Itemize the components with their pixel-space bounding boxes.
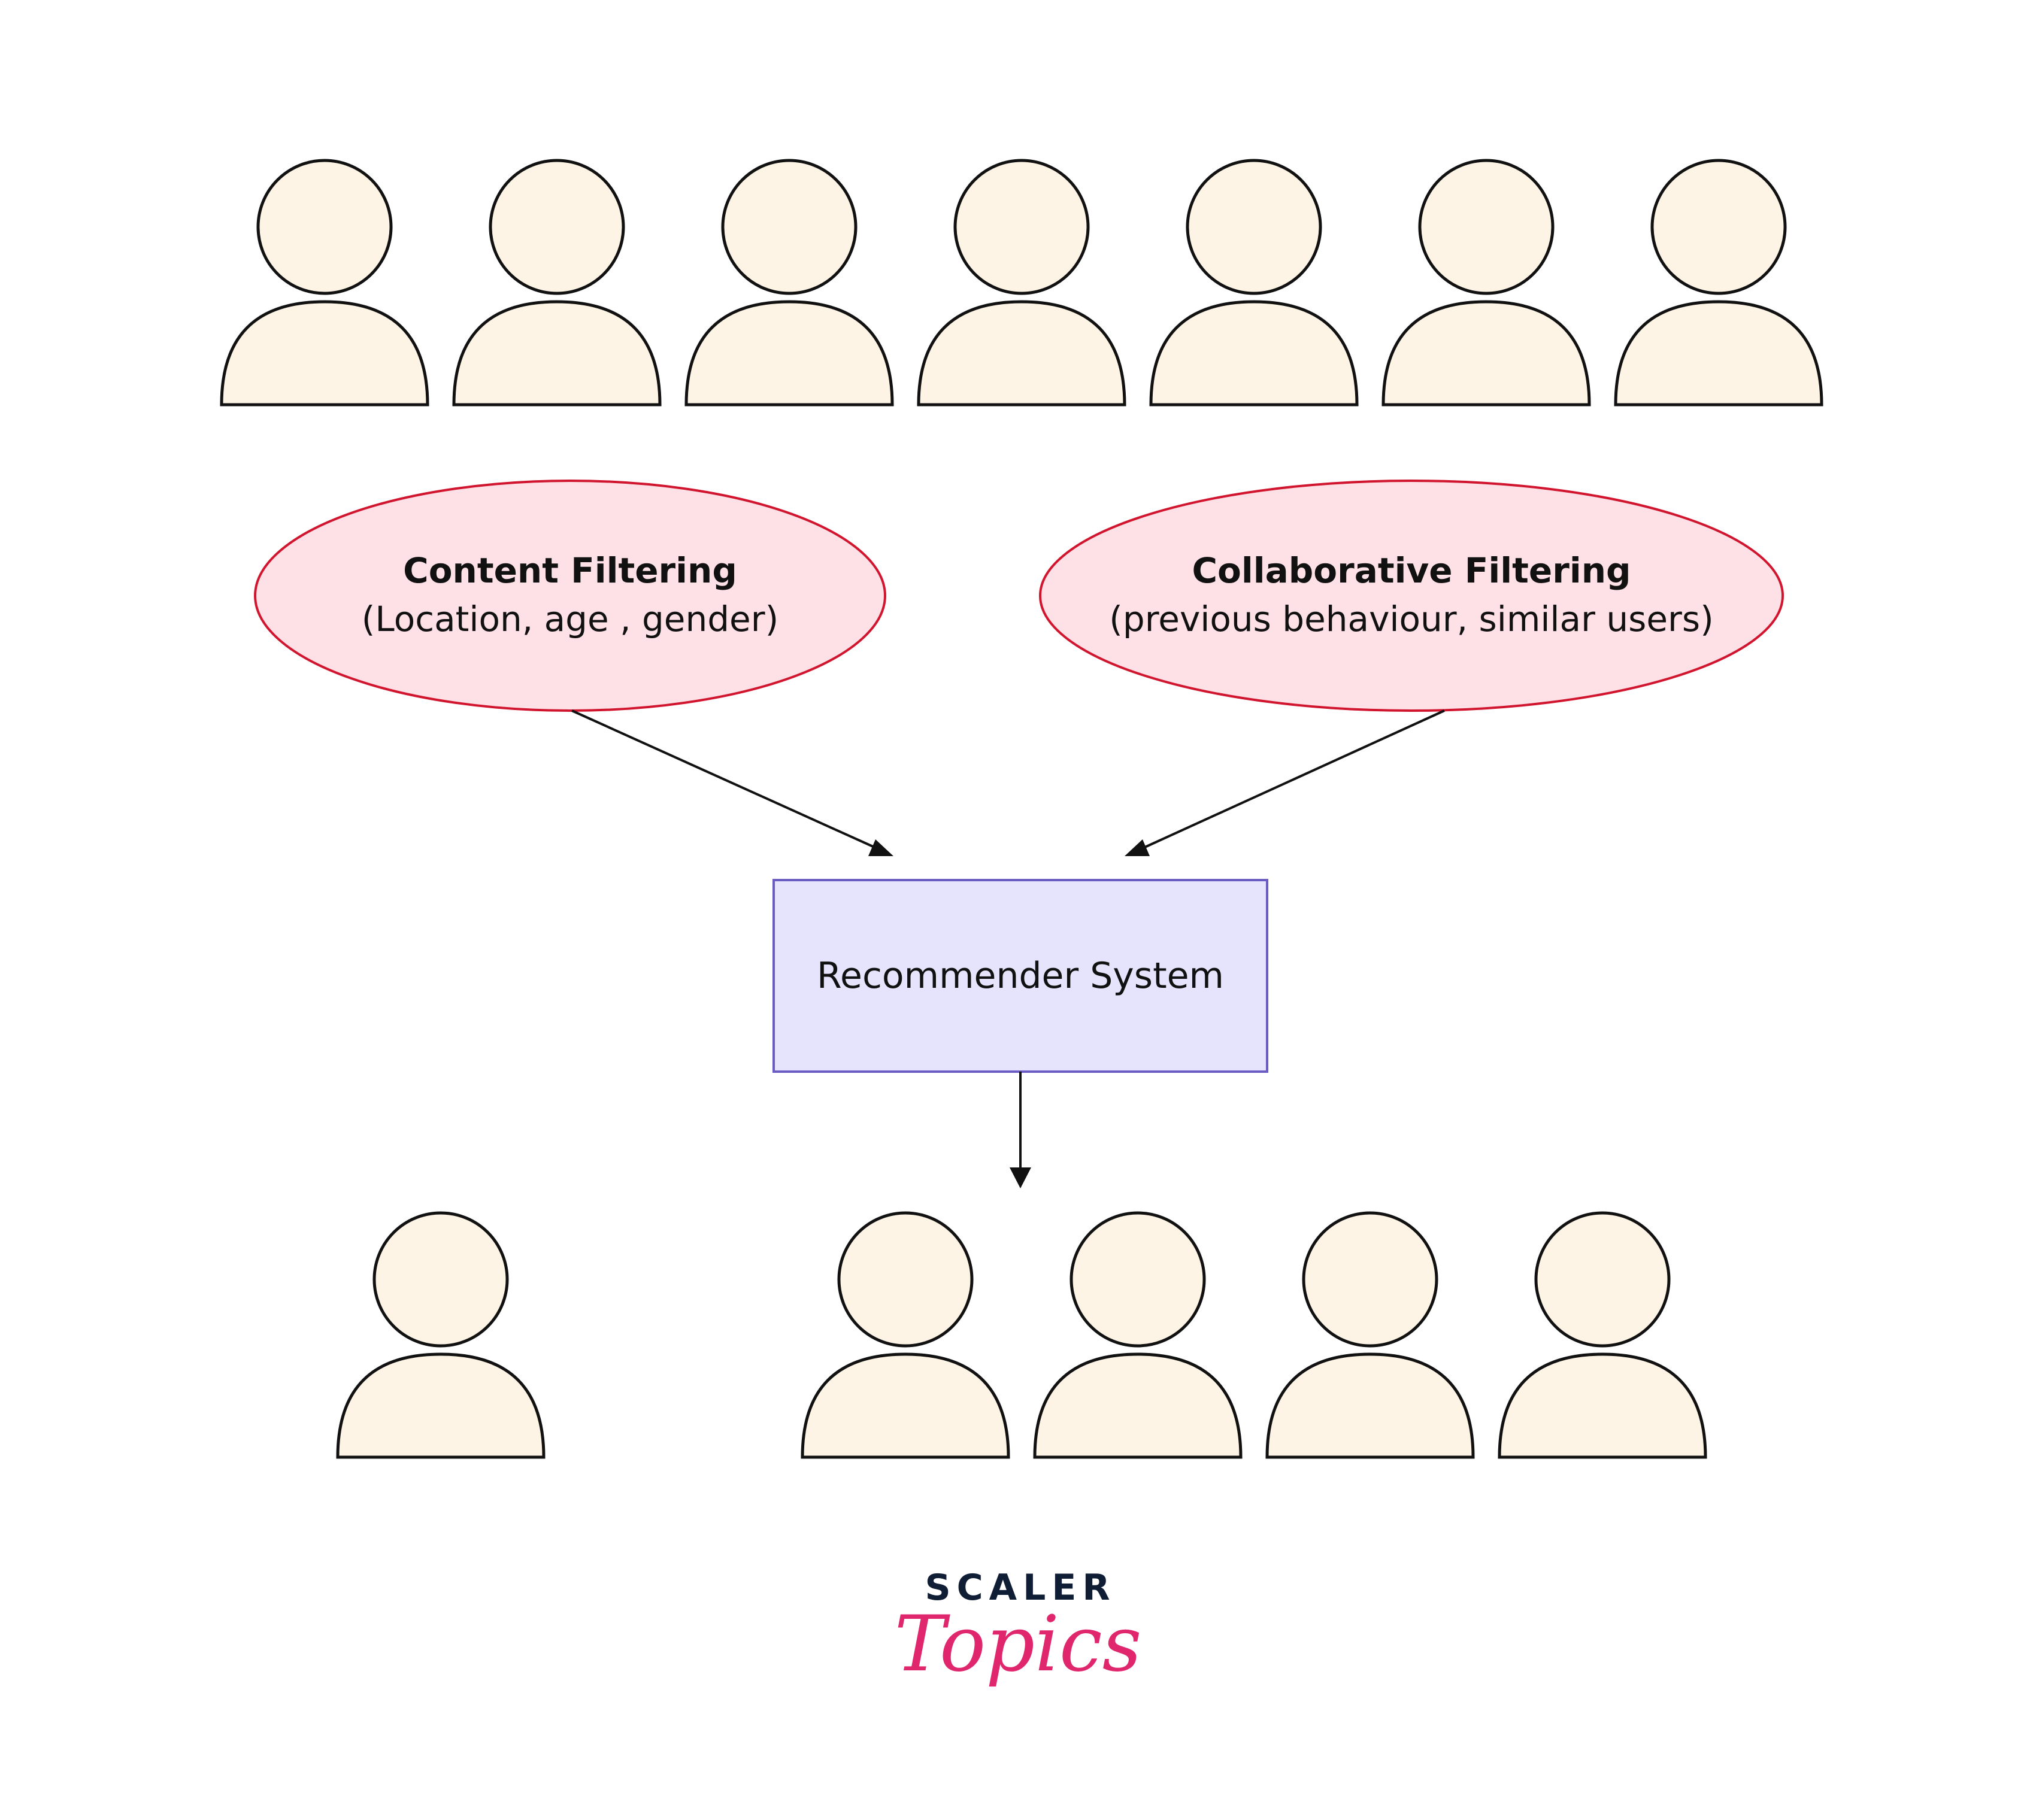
user-head [1418,159,1555,295]
scaler-topics-logo: SCALER Topics [895,1567,1142,1689]
filter-arrows [571,709,1445,856]
bottom-right-user-group [801,1211,1707,1459]
user-icon [1033,1211,1243,1459]
collaborative-to-system-arrowhead [1125,839,1150,856]
user-head [953,159,1090,295]
user-head [256,159,393,295]
user-body [1033,1352,1243,1459]
content-filtering-ellipse [254,480,886,712]
top-user-row [220,159,1823,407]
user-head [372,1211,509,1348]
user-icon [1149,159,1359,407]
collaborative-filtering-detail: (previous behaviour, similar users) [1109,599,1713,639]
user-body [684,300,894,407]
user-body [801,1352,1010,1459]
bottom-left-user-group [336,1211,546,1459]
user-head [1534,1211,1671,1348]
user-body [1614,300,1823,407]
user-icon [684,159,894,407]
user-icon [1381,159,1591,407]
content-to-system-arrowhead [868,839,893,856]
user-head [837,1211,974,1348]
collaborative-filtering-node: Collaborative Filtering (previous behavi… [1039,480,1784,712]
content-to-system-arrow-line [571,709,875,848]
recommender-system-label: Recommender System [817,955,1224,997]
collaborative-filtering-ellipse [1039,480,1784,712]
user-body [917,300,1126,407]
user-icon [1498,1211,1707,1459]
user-body [1265,1352,1475,1459]
user-icon [1265,1211,1475,1459]
logo-topics-text: Topics [895,1600,1142,1689]
user-body [1381,300,1591,407]
user-head [721,159,858,295]
recommender-system-box [772,879,1268,1073]
user-icon [1614,159,1823,407]
user-icon [917,159,1126,407]
user-head [489,159,625,295]
user-icon [336,1211,546,1459]
user-head [1069,1211,1206,1348]
content-filtering-detail: (Location, age , gender) [362,599,778,639]
user-head [1186,159,1322,295]
user-icon [801,1211,1010,1459]
user-head [1302,1211,1438,1348]
user-icon [220,159,429,407]
recommender-system-node: Recommender System [772,879,1268,1073]
logo-scaler-text: SCALER [925,1567,1116,1609]
content-filtering-title: Content Filtering [403,550,737,591]
user-body [1149,300,1359,407]
user-head [1650,159,1787,295]
user-body [220,300,429,407]
collaborative-to-system-arrow-line [1144,709,1445,848]
user-icon [452,159,662,407]
system-output-arrowhead [1010,1167,1031,1188]
system-output-arrow [1010,1072,1031,1188]
collaborative-filtering-title: Collaborative Filtering [1192,550,1631,591]
user-body [1498,1352,1707,1459]
user-body [336,1352,546,1459]
content-filtering-node: Content Filtering (Location, age , gende… [254,480,886,712]
user-body [452,300,662,407]
